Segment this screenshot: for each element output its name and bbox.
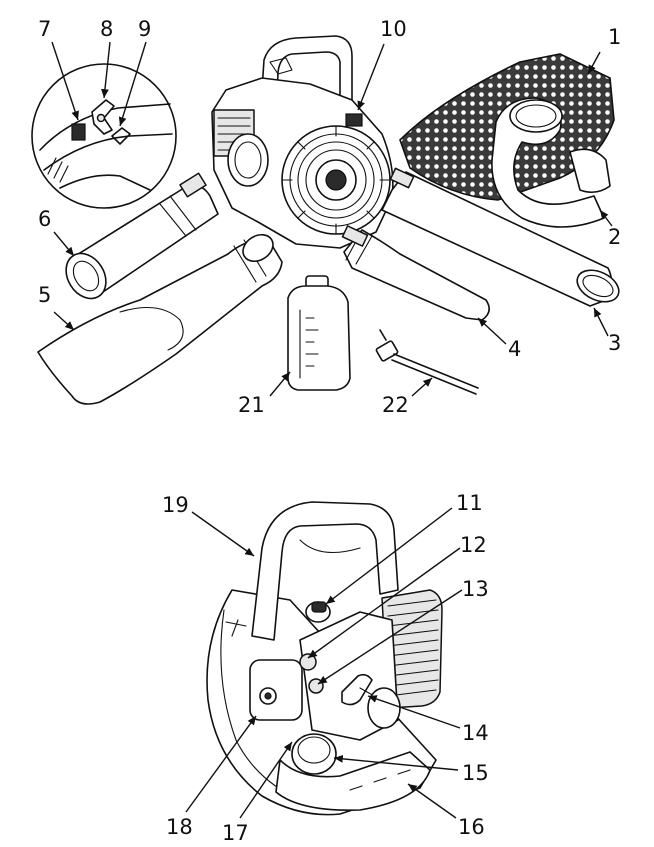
detail-inset <box>31 63 177 209</box>
label-19: 19 <box>162 493 189 517</box>
vacuum-tube-upper <box>381 167 620 307</box>
label-13: 13 <box>462 577 489 601</box>
label-21: 21 <box>238 393 265 417</box>
spark-plug-wrench <box>375 329 479 395</box>
label-4: 4 <box>508 337 521 361</box>
label-8: 8 <box>100 17 113 41</box>
labels-bottom: 19 11 12 13 14 15 16 17 18 <box>162 491 489 845</box>
label-10: 10 <box>380 17 407 41</box>
label-22: 22 <box>382 393 409 417</box>
label-7: 7 <box>38 17 51 41</box>
labels-top: 1 2 3 4 5 6 7 8 9 10 21 22 <box>38 17 621 417</box>
label-1: 1 <box>608 25 621 49</box>
label-11: 11 <box>456 491 483 515</box>
label-14: 14 <box>462 721 489 745</box>
leader-lines-top <box>51 41 613 397</box>
label-5: 5 <box>38 283 51 307</box>
label-16: 16 <box>458 815 485 839</box>
oil-bottle <box>287 275 351 391</box>
label-12: 12 <box>460 533 487 557</box>
leader-lines-bottom <box>185 507 463 819</box>
blower-unit-top <box>211 35 394 249</box>
label-9: 9 <box>138 17 151 41</box>
label-3: 3 <box>608 331 621 355</box>
vacuum-bag <box>399 53 615 228</box>
blower-nozzle <box>37 233 283 405</box>
label-15: 15 <box>462 761 489 785</box>
blower-tube <box>65 172 219 300</box>
label-2: 2 <box>608 225 621 249</box>
blower-unit-rear <box>206 501 443 816</box>
label-18: 18 <box>166 815 193 839</box>
label-17: 17 <box>222 821 249 845</box>
label-6: 6 <box>38 207 51 231</box>
